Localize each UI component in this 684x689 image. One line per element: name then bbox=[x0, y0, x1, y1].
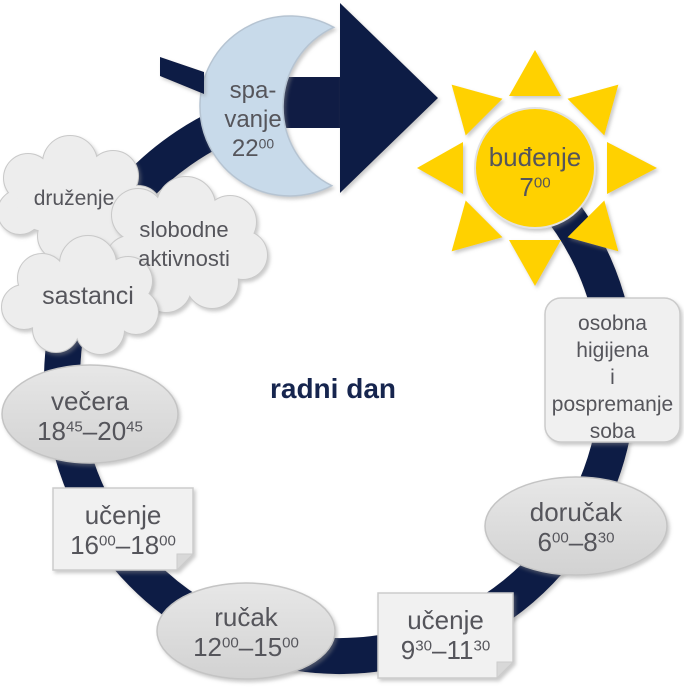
wake-label: buđenje bbox=[488, 142, 582, 172]
dinner-label: večera bbox=[50, 386, 130, 416]
breakfast-m2: 30 bbox=[597, 529, 615, 547]
study-afternoon-label: učenje bbox=[84, 500, 162, 530]
diagram-title-label: radni dan bbox=[269, 373, 396, 404]
dinner-time: 1845–2045 bbox=[0, 416, 180, 446]
sleep-time: 2200 bbox=[193, 134, 313, 163]
free-activities-line1: slobodne bbox=[139, 217, 229, 242]
breakfast-m1: 00 bbox=[551, 529, 569, 547]
lunch-h2: 15 bbox=[253, 632, 283, 662]
study-afternoon-h2: 18 bbox=[130, 530, 160, 560]
sleep-line2: vanje bbox=[224, 106, 282, 133]
study-morning-label: učenje bbox=[407, 605, 484, 635]
cloud-free-activities-text: slobodne aktivnosti bbox=[106, 215, 262, 273]
study-morning-note bbox=[377, 592, 515, 680]
hygiene-line5: soba bbox=[589, 420, 636, 443]
hygiene-rounded-rect bbox=[544, 297, 681, 443]
crescent-moon-icon bbox=[199, 15, 336, 197]
dinner-text: večera 1845–2045 bbox=[0, 386, 180, 446]
study-afternoon-h1: 16 bbox=[70, 530, 99, 560]
wake-minutes: 00 bbox=[533, 174, 551, 192]
lunch-m2: 00 bbox=[282, 634, 299, 652]
dinner-h1: 18 bbox=[37, 416, 66, 446]
diagram-title: radni dan bbox=[223, 374, 443, 404]
study-afternoon-dash: – bbox=[115, 530, 131, 560]
study-afternoon-time: 1600–1800 bbox=[53, 530, 193, 560]
sleep-hour: 22 bbox=[231, 135, 259, 162]
breakfast-h1: 6 bbox=[537, 527, 552, 557]
dinner-h2: 20 bbox=[97, 416, 127, 446]
hygiene-line3: i bbox=[610, 366, 615, 389]
study-afternoon-m2: 00 bbox=[159, 532, 176, 550]
hygiene-text: osobna higijena i pospremanje soba bbox=[547, 310, 678, 445]
lunch-label: ručak bbox=[214, 602, 278, 632]
cloud-socializing-text: druženje bbox=[10, 185, 138, 212]
study-morning-h1: 9 bbox=[400, 635, 416, 665]
study-morning-dash: – bbox=[432, 635, 447, 665]
study-morning-time: 930–1130 bbox=[378, 635, 513, 665]
hygiene-line2: higijena bbox=[576, 339, 649, 362]
study-afternoon-m1: 00 bbox=[98, 532, 116, 550]
breakfast-ellipse bbox=[484, 476, 668, 576]
study-afternoon-note bbox=[52, 487, 195, 572]
forward-arrow-icon bbox=[160, 3, 438, 193]
study-afternoon-text: učenje 1600–1800 bbox=[53, 500, 193, 560]
meetings-label: sastanci bbox=[42, 282, 134, 310]
sleep-minutes: 00 bbox=[258, 135, 275, 152]
dinner-ellipse bbox=[1, 364, 179, 464]
socializing-label: druženje bbox=[33, 187, 115, 210]
sun-icon bbox=[417, 50, 657, 286]
study-morning-text: učenje 930–1130 bbox=[378, 605, 513, 665]
sleep-text: spa- vanje 2200 bbox=[193, 76, 313, 163]
lunch-dash: – bbox=[238, 632, 254, 662]
lunch-ellipse bbox=[156, 582, 336, 680]
lunch-h1: 12 bbox=[193, 632, 222, 662]
free-activities-line2: aktivnosti bbox=[138, 246, 230, 271]
study-morning-m1: 30 bbox=[415, 637, 432, 655]
study-morning-m2: 30 bbox=[473, 637, 491, 655]
lunch-text: ručak 1200–1500 bbox=[156, 602, 336, 662]
cloud-meetings-text: sastanci bbox=[18, 282, 158, 311]
wake-text: buđenje 700 bbox=[455, 142, 615, 202]
dinner-m2: 45 bbox=[126, 418, 143, 436]
hygiene-line1: osobna bbox=[578, 312, 647, 335]
breakfast-label: doručak bbox=[529, 497, 623, 527]
hygiene-line4: pospremanje bbox=[551, 393, 674, 416]
breakfast-h2: 8 bbox=[583, 527, 598, 557]
dinner-dash: – bbox=[82, 416, 98, 446]
lunch-time: 1200–1500 bbox=[156, 632, 336, 662]
breakfast-time: 600–830 bbox=[486, 527, 666, 557]
sleep-line1: spa- bbox=[229, 77, 277, 104]
breakfast-dash: – bbox=[568, 527, 584, 557]
breakfast-text: doručak 600–830 bbox=[486, 497, 666, 557]
dinner-m1: 45 bbox=[65, 418, 83, 436]
wake-time: 700 bbox=[455, 172, 615, 202]
wake-hour: 7 bbox=[519, 172, 534, 202]
lunch-m1: 00 bbox=[221, 634, 239, 652]
study-morning-h2: 11 bbox=[446, 635, 474, 665]
